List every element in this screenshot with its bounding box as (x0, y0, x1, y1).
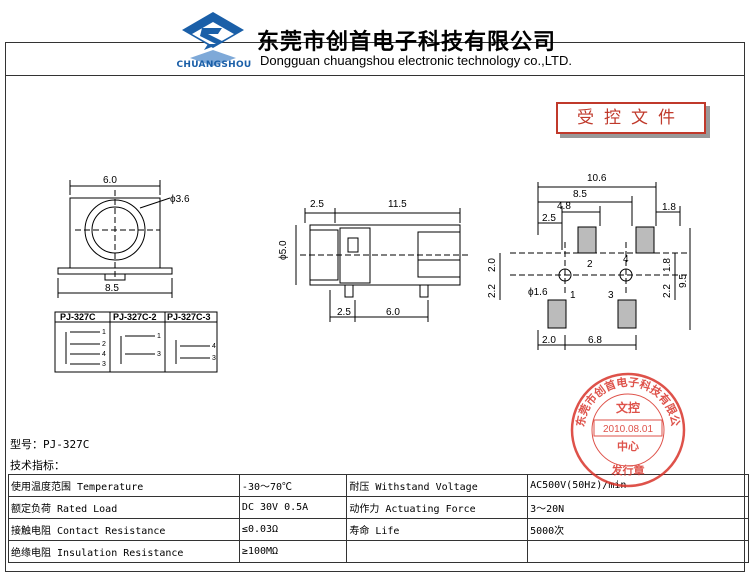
svg-text:东莞市创首电子科技有限公司: 东莞市创首电子科技有限公司 (568, 370, 682, 428)
dim-pcb-hole: ϕ1.6 (528, 287, 548, 298)
dim-pcb-right-2-2: 2.2 (662, 284, 673, 298)
stamp-center: 中心 (617, 439, 639, 453)
controlled-document-box: 受控文件 (556, 102, 706, 134)
dim-side-length: 11.5 (388, 199, 407, 210)
technical-drawing: 6.0 ϕ3.6 8.5 2.5 11.5 ϕ5.0 2.5 6.0 10.6 … (54, 173, 691, 373)
header-divider (5, 75, 745, 76)
dim-pcb-bottom-6-8: 6.8 (588, 335, 602, 346)
dim-pcb-left-2-0: 2.0 (487, 258, 498, 272)
document-control-stamp: 东莞市创首电子科技有限公司 文控 2010.08.01 中心 发行章 (568, 370, 686, 488)
dim-pcb-1-8: 1.8 (662, 202, 676, 213)
svg-text:3: 3 (212, 355, 216, 362)
pcb-layout (499, 182, 691, 350)
spec-table: 使用温度范围 Temperature -30～70℃ 耐压 Withstand … (8, 474, 749, 563)
pad-3 (617, 299, 637, 329)
dim-pcb-8-5: 8.5 (573, 189, 587, 200)
schematic-col3: PJ-327C-3 (167, 312, 211, 322)
svg-text:1: 1 (102, 329, 106, 336)
pin-1-label: 1 (570, 290, 576, 301)
document-frame (5, 42, 745, 572)
dim-side-bottom-left: 2.5 (337, 307, 351, 318)
dim-pcb-left-2-2: 2.2 (487, 284, 498, 298)
dim-pcb-right-1-8: 1.8 (662, 258, 673, 272)
stamp-date: 2010.08.01 (603, 424, 653, 435)
dim-side-bottom-span: 6.0 (386, 307, 400, 318)
svg-text:3: 3 (157, 351, 161, 358)
dim-front-hole: ϕ3.6 (170, 194, 190, 205)
pin-4-label: 4 (623, 254, 629, 265)
svg-text:4: 4 (212, 343, 216, 350)
pad-1 (547, 299, 567, 329)
pin-2-label: 2 (587, 259, 593, 270)
spec-title: 技术指标： (10, 459, 65, 472)
svg-text:2: 2 (102, 341, 106, 348)
brand-name: CHUANGSHOU (176, 60, 252, 70)
chuangshou-s-logo-icon (182, 12, 244, 66)
dim-pcb-total: 10.6 (587, 173, 607, 184)
table-row: 使用温度范围 Temperature -30～70℃ 耐压 Withstand … (8, 474, 749, 497)
front-view (57, 180, 173, 298)
dim-pcb-right-9-5: 9.5 (678, 274, 689, 288)
stamp-middle: 文控 (616, 400, 640, 415)
stamp-ring-text: 东莞市创首电子科技有限公司 (568, 370, 682, 428)
svg-text:3: 3 (102, 361, 106, 368)
table-row: 接触电阻 Contact Resistance ≤0.03Ω 寿命 Life 5… (8, 518, 749, 541)
dim-pcb-4-8: 4.8 (557, 201, 571, 212)
dim-front-width: 6.0 (103, 175, 117, 186)
svg-text:1: 1 (157, 333, 161, 340)
dim-side-left: 2.5 (310, 199, 324, 210)
dim-pcb-2-5: 2.5 (542, 213, 556, 224)
stamp-bottom: 发行章 (611, 463, 645, 477)
company-name-en: Dongguan chuangshou electronic technolog… (260, 53, 572, 68)
dim-side-height: ϕ5.0 (278, 240, 289, 260)
table-row: 绝缘电阻 Insulation Resistance ≥100MΩ (8, 540, 749, 563)
pad-2 (577, 226, 597, 254)
svg-text:4: 4 (102, 351, 106, 358)
schematic-table (54, 311, 218, 373)
schematic-col1: PJ-327C (60, 312, 96, 322)
table-row: 额定负荷 Rated Load DC 30V 0.5A 动作力 Actuatin… (8, 496, 749, 519)
company-name-cn: 东莞市创首电子科技有限公司 (257, 29, 557, 55)
dim-front-base: 8.5 (105, 283, 119, 294)
schematic-col2: PJ-327C-2 (113, 312, 157, 322)
dim-pcb-bottom-2-0: 2.0 (542, 335, 556, 346)
side-view (295, 208, 470, 322)
model-line: 型号：PJ-327C (10, 438, 90, 451)
pad-4 (635, 226, 655, 254)
pin-3-label: 3 (608, 290, 614, 301)
